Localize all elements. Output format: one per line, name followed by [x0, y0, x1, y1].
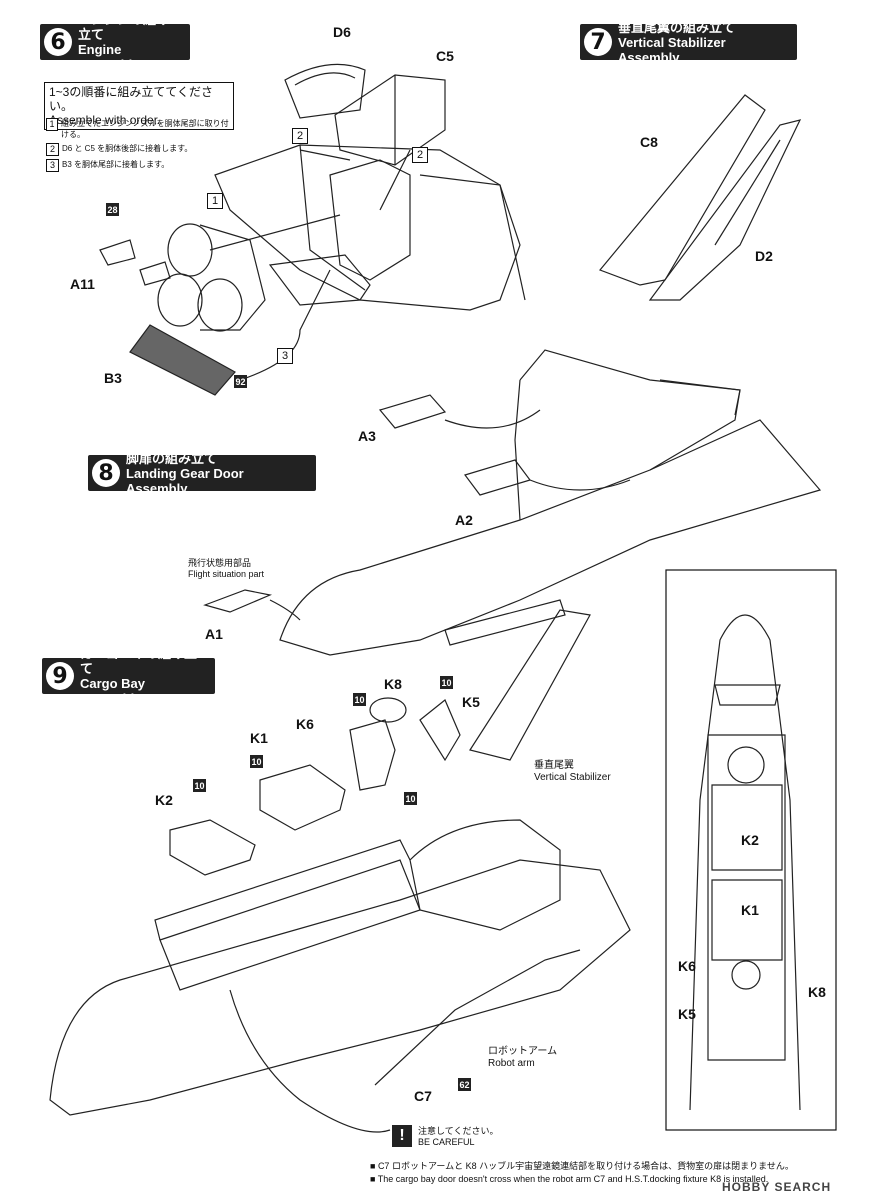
part-label-b3: B3 — [104, 370, 122, 386]
paint-code-10: 10 — [250, 755, 263, 768]
landing-gear-shuttle-drawing — [203, 349, 822, 656]
part-label-d6: D6 — [333, 24, 351, 40]
paint-code-10: 10 — [440, 676, 453, 689]
watermark: HOBBY SEARCH — [722, 1180, 832, 1194]
footer-note: ■ C7 ロボットアームと K8 ハッブル宇宙望遠鏡連結部を取り付ける場合は、貨… — [370, 1160, 870, 1186]
step-8-number: 8 — [92, 459, 120, 487]
part-label-d2: D2 — [755, 248, 773, 264]
paint-code-62: 62 — [458, 1078, 471, 1091]
cargo-bay-drawing — [49, 609, 631, 1133]
step-8-title-jp: 脚扉の組み立て — [126, 450, 218, 466]
step-marker-2: 2 — [292, 128, 308, 144]
part-label-c7: C7 — [414, 1088, 432, 1104]
order-note-jp: 1~3の順番に組み立ててください。 — [49, 85, 213, 113]
step-8-title-en: Landing Gear Door Assembly — [126, 465, 244, 496]
step-marker-2: 2 — [412, 147, 428, 163]
paint-code-10: 10 — [404, 792, 417, 805]
part-label-k5: K5 — [462, 694, 480, 710]
footer-en: ■ The cargo bay door doesn't cross when … — [370, 1174, 769, 1184]
order-note: 1~3の順番に組み立ててください。 Assemble with order. — [44, 82, 234, 130]
step-6-number: 6 — [44, 28, 72, 56]
plan-label-k8: K8 — [808, 984, 826, 1000]
step-7-title-jp: 垂直尾翼の組み立て — [618, 19, 736, 35]
step-7-title-en: Vertical Stabilizer Assembly — [618, 34, 726, 65]
part-label-k1: K1 — [250, 730, 268, 746]
engine-assembly-drawing — [99, 63, 526, 396]
step-9-number: 9 — [46, 662, 74, 690]
vertical-stabilizer-drawing — [599, 94, 802, 301]
part-label-k6: K6 — [296, 716, 314, 732]
paint-code-28: 28 — [106, 203, 119, 216]
part-label-c5: C5 — [436, 48, 454, 64]
caution-text: 注意してください。 BE CAREFUL — [418, 1126, 499, 1147]
step-9-title-en: Cargo Bay Assembly — [80, 676, 146, 706]
step-9-title-jp: カーゴベイの組み立て — [80, 646, 198, 676]
step-marker-1: 1 — [207, 193, 223, 209]
order-note-en: Assemble with order. — [49, 113, 161, 127]
plan-view-drawing — [665, 569, 837, 1131]
stabilizer-note: 垂直尾翼 Vertical Stabilizer — [534, 760, 611, 783]
plan-label-k5: K5 — [678, 1006, 696, 1022]
step-6-title-jp: エンジンの組み立て — [78, 12, 170, 42]
part-label-k8: K8 — [384, 676, 402, 692]
paint-code-10: 10 — [193, 779, 206, 792]
plan-label-k6: K6 — [678, 958, 696, 974]
plan-label-k1: K1 — [741, 902, 759, 918]
step-7-number: 7 — [584, 28, 612, 56]
caution-icon: ! — [392, 1125, 412, 1147]
step-marker-3: 3 — [277, 348, 293, 364]
part-label-a3: A3 — [358, 428, 376, 444]
footer-jp: ■ C7 ロボットアームと K8 ハッブル宇宙望遠鏡連結部を取り付ける場合は、貨… — [370, 1161, 794, 1171]
part-label-k2: K2 — [155, 792, 173, 808]
part-label-a1: A1 — [205, 626, 223, 642]
plan-label-k2: K2 — [741, 832, 759, 848]
flight-part-note: 飛行状態用部品 Flight situation part — [188, 558, 265, 579]
paint-code-92: 92 — [234, 375, 247, 388]
part-label-a2: A2 — [455, 512, 473, 528]
part-label-c8: C8 — [640, 134, 658, 150]
part-label-a11: A11 — [70, 276, 95, 292]
step-6-title-en: Engine Assembly — [78, 42, 140, 72]
robot-arm-note: ロボットアーム Robot arm — [488, 1046, 558, 1069]
paint-code-10: 10 — [353, 693, 366, 706]
